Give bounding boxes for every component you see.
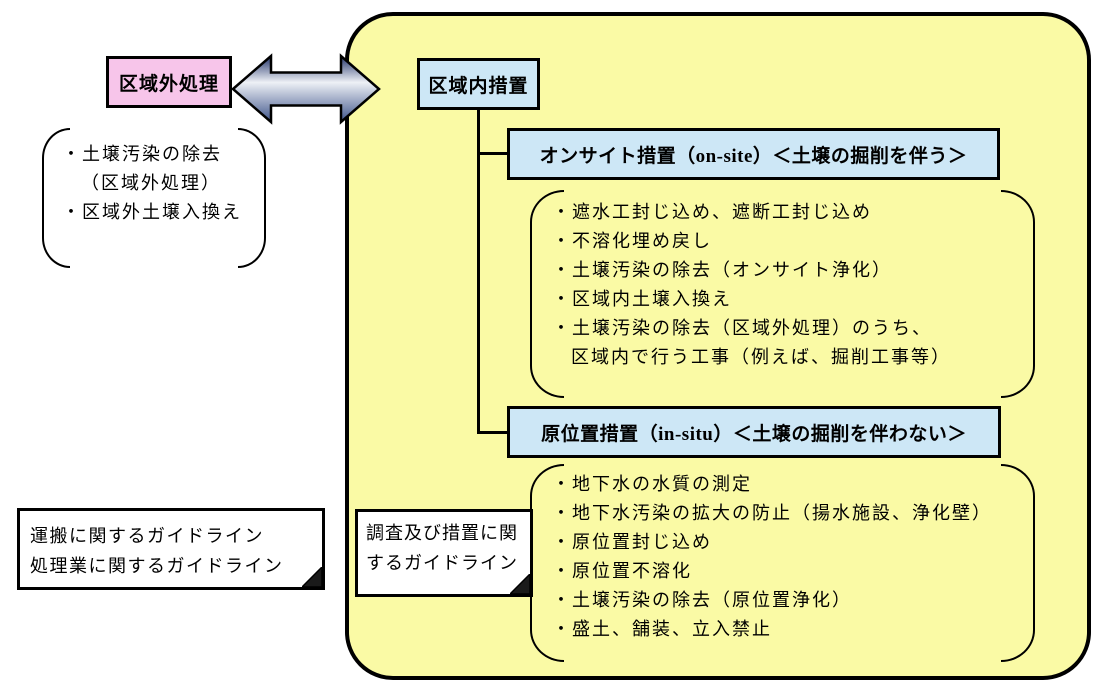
survey-guideline-note: 調査及び措置に関するガイドライン	[355, 509, 533, 597]
onsite-list-group: ・遮水工封じ込め、遮断工封じ込め ・不溶化埋め戻し ・土壌汚染の除去（オンサイト…	[530, 190, 1035, 398]
list-item: ・土壌汚染の除去（オンサイト浄化）	[552, 260, 892, 280]
onsite-header-box: オンサイト措置（on-site）＜土壌の掘削を伴う＞	[507, 128, 1000, 180]
list-item: ・遮水工封じ込め、遮断工封じ込め	[552, 202, 872, 222]
list-item: ・区域内土壌入換え	[552, 289, 732, 309]
transport-guideline-note: 運搬に関するガイドライン 処理業に関するガイドライン	[17, 508, 325, 590]
onsite-header-label: オンサイト措置（on-site）＜土壌の掘削を伴う＞	[539, 145, 968, 167]
right-bracket-icon	[238, 128, 266, 268]
list-item: ・不溶化埋め戻し	[552, 231, 712, 251]
right-bracket-icon	[1001, 464, 1035, 662]
insitu-list: ・地下水の水質の測定 ・地下水汚染の拡大の防止（揚水施設、浄化壁） ・原位置封じ…	[552, 470, 1005, 644]
onsite-list: ・遮水工封じ込め、遮断工封じ込め ・不溶化埋め戻し ・土壌汚染の除去（オンサイト…	[552, 198, 1005, 372]
offsite-list-group: ・土壌汚染の除去 （区域外処理） ・区域外土壌入換え	[42, 128, 266, 268]
note-line: 運搬に関するガイドライン	[30, 526, 264, 546]
offsite-treatment-label: 区域外処理	[118, 73, 219, 95]
list-item: ・土壌汚染の除去（原位置浄化）	[552, 590, 852, 610]
list-item: ・土壌汚染の除去（区域外処理）のうち、	[552, 318, 932, 338]
list-item: ・土壌汚染の除去	[62, 144, 222, 164]
folded-corner-icon	[302, 567, 322, 587]
insitu-header-label: 原位置措置（in-situ）＜土壌の掘削を伴わない＞	[541, 423, 967, 445]
list-item: ・原位置封じ込め	[552, 532, 712, 552]
double-arrow-icon	[231, 53, 381, 125]
right-bracket-icon	[1001, 190, 1035, 398]
connector-branch-insitu	[477, 431, 509, 434]
inzone-measures-box: 区域内措置	[417, 58, 540, 110]
folded-corner-icon	[510, 574, 530, 594]
list-item: 区域内で行う工事（例えば、掘削工事等）	[571, 347, 951, 367]
insitu-list-group: ・地下水の水質の測定 ・地下水汚染の拡大の防止（揚水施設、浄化壁） ・原位置封じ…	[530, 464, 1035, 662]
offsite-treatment-box: 区域外処理	[106, 56, 232, 108]
connector-branch-onsite	[477, 152, 509, 155]
list-item: ・区域外土壌入換え	[62, 202, 242, 222]
note-text: 調査及び措置に関するガイドライン	[366, 523, 518, 573]
offsite-list: ・土壌汚染の除去 （区域外処理） ・区域外土壌入換え	[62, 140, 242, 227]
connector-vertical-line	[477, 108, 480, 434]
list-item: ・地下水汚染の拡大の防止（揚水施設、浄化壁）	[552, 503, 992, 523]
inzone-measures-label: 区域内措置	[428, 75, 529, 97]
list-item: （区域外処理）	[81, 173, 221, 193]
insitu-header-box: 原位置措置（in-situ）＜土壌の掘削を伴わない＞	[507, 406, 1001, 458]
list-item: ・地下水の水質の測定	[552, 474, 752, 494]
note-line: 処理業に関するガイドライン	[30, 556, 284, 576]
list-item: ・盛土、舗装、立入禁止	[552, 619, 772, 639]
list-item: ・原位置不溶化	[552, 561, 692, 581]
